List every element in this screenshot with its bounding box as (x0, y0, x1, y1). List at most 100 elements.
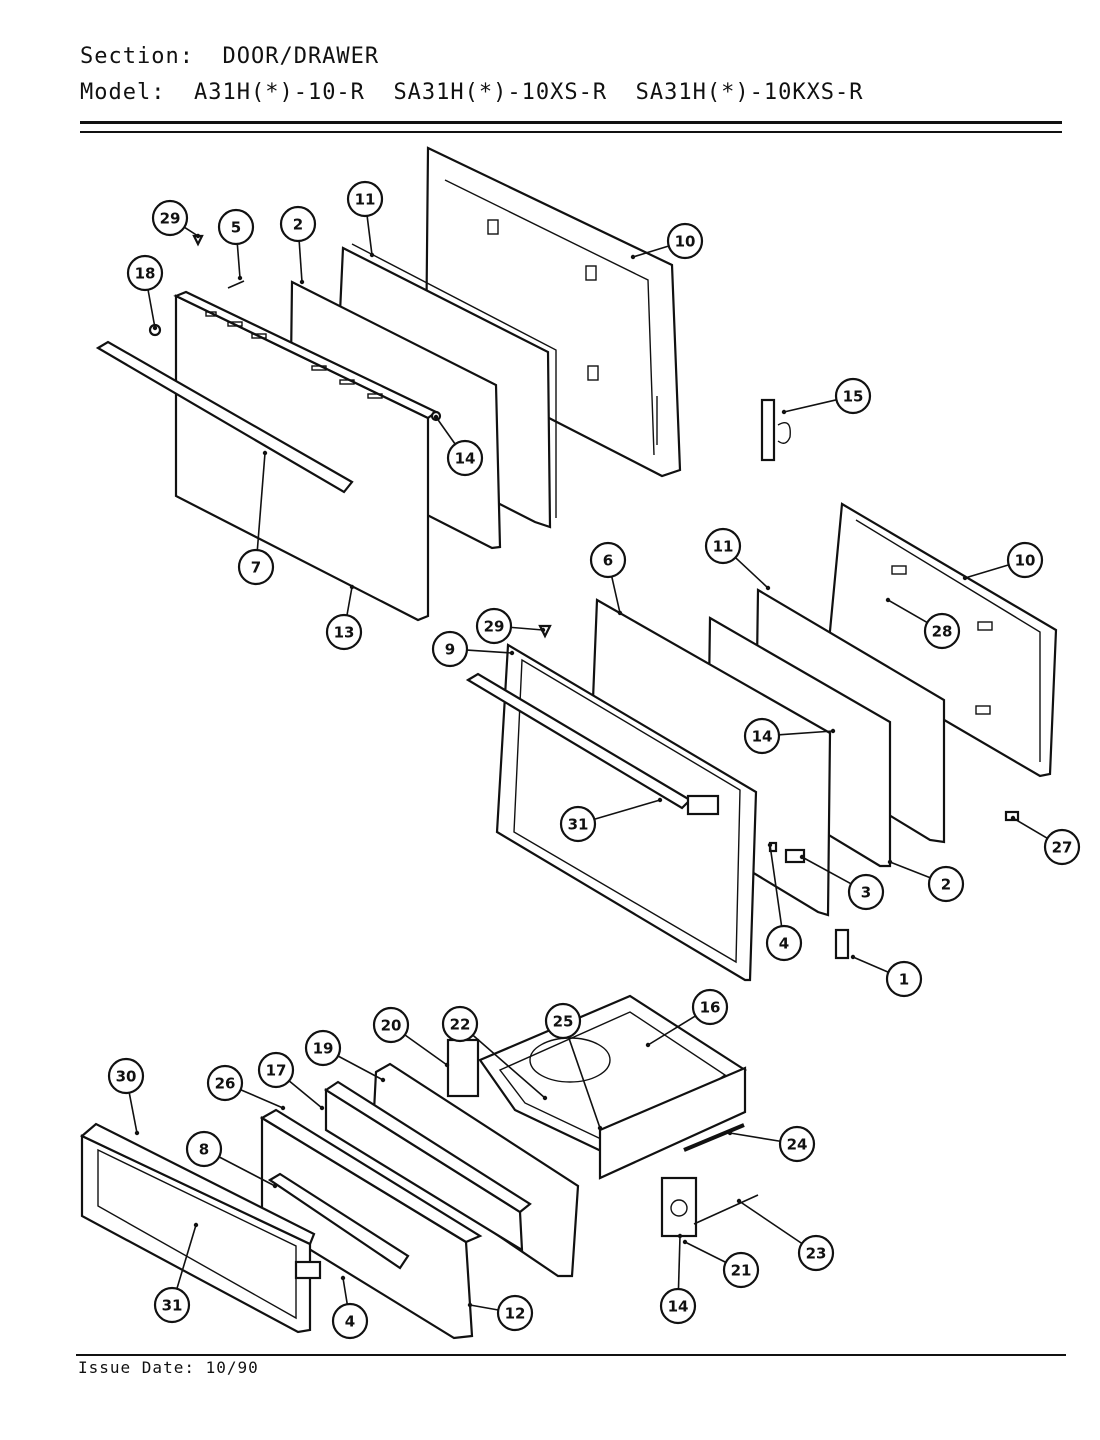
leader-arrowhead-c14c (677, 1233, 683, 1239)
callout-circle (847, 873, 885, 911)
leader-arrowhead-c13 (349, 584, 355, 590)
callout-circle (446, 439, 484, 477)
leader-arrowhead-c11a (369, 252, 375, 258)
model-number-3: SA31H(*)-10KXS-R (635, 80, 864, 105)
callout-number: 16 (700, 999, 721, 1017)
callout-number: 31 (568, 816, 589, 834)
callout-c10b: 10 (1006, 541, 1044, 579)
drawer-frame-30 (79, 1122, 322, 1334)
callout-circle (325, 613, 363, 651)
leader-arrowhead-c10a (630, 254, 636, 260)
leader-arrowhead-c10b (962, 575, 968, 581)
callout-number: 12 (505, 1305, 526, 1323)
callout-circle (691, 988, 729, 1026)
callout-number: 10 (1015, 552, 1036, 570)
callout-circle (331, 1302, 369, 1340)
callout-c4a: 4 (765, 924, 803, 962)
drawer-handle-8 (267, 1172, 410, 1270)
leader-line-c10b (964, 564, 1009, 579)
leader-arrowhead-c2a (299, 279, 305, 285)
leader-arrowhead-c22 (542, 1095, 548, 1101)
callout-circle (431, 630, 469, 668)
callout-number: 27 (1052, 839, 1073, 857)
drawer-front-panel-12 (259, 1108, 483, 1340)
callout-circle (704, 527, 742, 565)
leader-line-c27 (1012, 817, 1048, 840)
leader-arrowhead-c27 (1010, 815, 1016, 821)
callout-c6: 6 (589, 541, 627, 579)
callout-c18: 18 (126, 254, 164, 292)
leader-arrowhead-c21 (682, 1239, 688, 1245)
model-number-2: SA31H(*)-10XS-R (393, 80, 608, 105)
callout-number: 22 (450, 1016, 471, 1034)
callout-c29a: 29 (151, 199, 189, 237)
callout-c26: 26 (206, 1064, 244, 1102)
drawer-rail-24 (683, 1123, 745, 1152)
leader-line-c19 (337, 1055, 384, 1081)
callout-number: 30 (116, 1068, 137, 1086)
leader-line-c14a (435, 416, 456, 445)
leader-arrowhead-c23 (736, 1198, 742, 1204)
leader-arrowhead-c19 (380, 1077, 386, 1083)
callout-number: 17 (266, 1062, 287, 1080)
callout-c8: 8 (185, 1130, 223, 1168)
leader-line-c11a (366, 215, 373, 256)
callout-number: 10 (675, 233, 696, 251)
callout-number: 26 (215, 1075, 236, 1093)
callout-circle (834, 377, 872, 415)
callout-c14a: 14 (446, 439, 484, 477)
leader-arrowhead-c31b (193, 1222, 199, 1228)
leader-arrowhead-c1 (850, 954, 856, 960)
callout-c4b: 4 (331, 1302, 369, 1340)
drawer-panel-17 (323, 1080, 532, 1253)
callout-c29b: 29 (475, 607, 513, 645)
callout-number: 7 (251, 559, 261, 577)
callout-circle (206, 1064, 244, 1102)
hinge-upper (760, 398, 791, 462)
leader-arrowhead-c25 (597, 1125, 603, 1131)
callout-c14b: 14 (743, 717, 781, 755)
leader-arrowhead-c29b (540, 627, 546, 633)
header-rule-thick (80, 121, 1062, 124)
callout-c20: 20 (372, 1006, 410, 1044)
callout-c14c: 14 (659, 1287, 697, 1325)
issue-date-value: 10/90 (205, 1358, 259, 1377)
callout-number: 11 (713, 538, 734, 556)
section-value: DOOR/DRAWER (222, 44, 380, 69)
drawer-body (478, 994, 747, 1180)
callout-circle (185, 1130, 223, 1168)
issue-date: Issue Date: 10/90 (78, 1358, 259, 1377)
leader-arrowhead-c17 (319, 1105, 325, 1111)
callout-c22: 22 (441, 1005, 479, 1043)
callout-number: 9 (445, 641, 455, 659)
leader-line-c31b (176, 1224, 197, 1289)
leader-arrowhead-c14b (830, 728, 836, 734)
callout-c19: 19 (304, 1029, 342, 1067)
drawer-rod-23 (693, 1194, 759, 1225)
header-rule-thin (80, 131, 1062, 133)
leader-line-c11b (734, 557, 769, 589)
callout-number: 8 (199, 1141, 209, 1159)
leader-line-c29b (510, 626, 544, 631)
callout-number: 23 (806, 1245, 827, 1263)
callout-circle (722, 1251, 760, 1289)
callout-c30: 30 (107, 1057, 145, 1095)
small-hardware-lower (538, 624, 1020, 960)
callout-circle (126, 254, 164, 292)
leader-line-c2b (889, 861, 931, 879)
drawer-slide-21 (660, 1176, 698, 1238)
model-number-1: A31H(*)-10-R (193, 80, 365, 105)
callout-circle (1043, 828, 1081, 866)
leader-line-c14b (778, 730, 834, 736)
leader-line-c8 (218, 1156, 276, 1187)
callout-c24: 24 (778, 1125, 816, 1163)
callout-circle (237, 548, 275, 586)
callout-c5: 5 (217, 208, 255, 246)
callout-circle (1006, 541, 1044, 579)
callout-circle (659, 1287, 697, 1325)
leader-line-c18 (147, 289, 156, 329)
leader-arrowhead-c20 (444, 1062, 450, 1068)
leader-line-c12 (469, 1304, 499, 1311)
leader-line-c5 (236, 243, 241, 279)
